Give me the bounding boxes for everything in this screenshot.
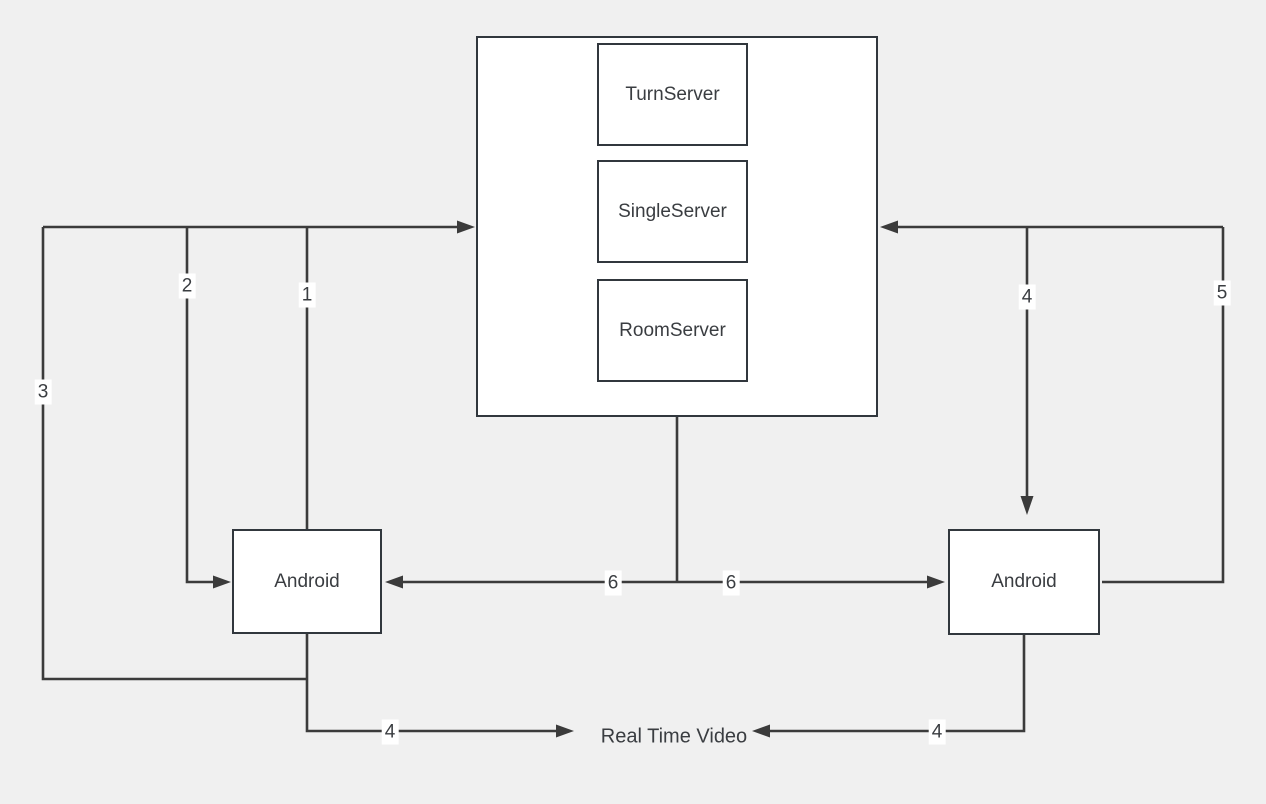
edge-4-bottom-right-label: 4	[928, 719, 946, 745]
edge-4-bottom-left-line	[305, 634, 558, 733]
node-single-server: SingleServer	[597, 160, 748, 263]
arrowhead-into-android-left	[213, 575, 231, 589]
edge-4-bottom-left-label: 4	[381, 719, 399, 745]
node-turn-server-label: TurnServer	[625, 83, 720, 105]
edge-5-line	[1102, 227, 1225, 584]
edge-2-label: 2	[178, 273, 196, 299]
arrowhead-into-android-left-right-edge	[385, 575, 403, 589]
edge-4-top-label: 4	[1018, 284, 1036, 310]
node-room-server-label: RoomServer	[619, 319, 726, 341]
edge-1-label: 1	[298, 282, 316, 308]
node-room-server: RoomServer	[597, 279, 748, 382]
arrowhead-into-server-left	[457, 220, 475, 234]
arrowhead-into-android-right-top	[1020, 496, 1034, 515]
node-single-server-label: SingleServer	[618, 200, 727, 222]
edge-6-right-label: 6	[722, 570, 740, 596]
node-turn-server: TurnServer	[597, 43, 748, 146]
edge-3-label: 3	[34, 379, 52, 405]
node-android-left-label: Android	[274, 570, 340, 592]
edge-6-left-label: 6	[604, 570, 622, 596]
arrowhead-into-server-right	[880, 220, 898, 234]
arrowhead-into-video-right	[752, 724, 770, 738]
edge-2-line	[185, 227, 215, 584]
node-android-right-label: Android	[991, 571, 1057, 592]
edge-3-line	[41, 227, 308, 681]
edge-5-label: 5	[1213, 280, 1231, 306]
arrowhead-into-android-right-left-edge	[927, 575, 945, 589]
node-android-right: Android	[948, 529, 1100, 635]
edge-4-bottom-right-line	[768, 635, 1026, 733]
node-android-left: Android	[232, 529, 382, 634]
text-real-time-video: Real Time Video	[600, 725, 748, 748]
arrowhead-into-video-left	[556, 724, 574, 738]
